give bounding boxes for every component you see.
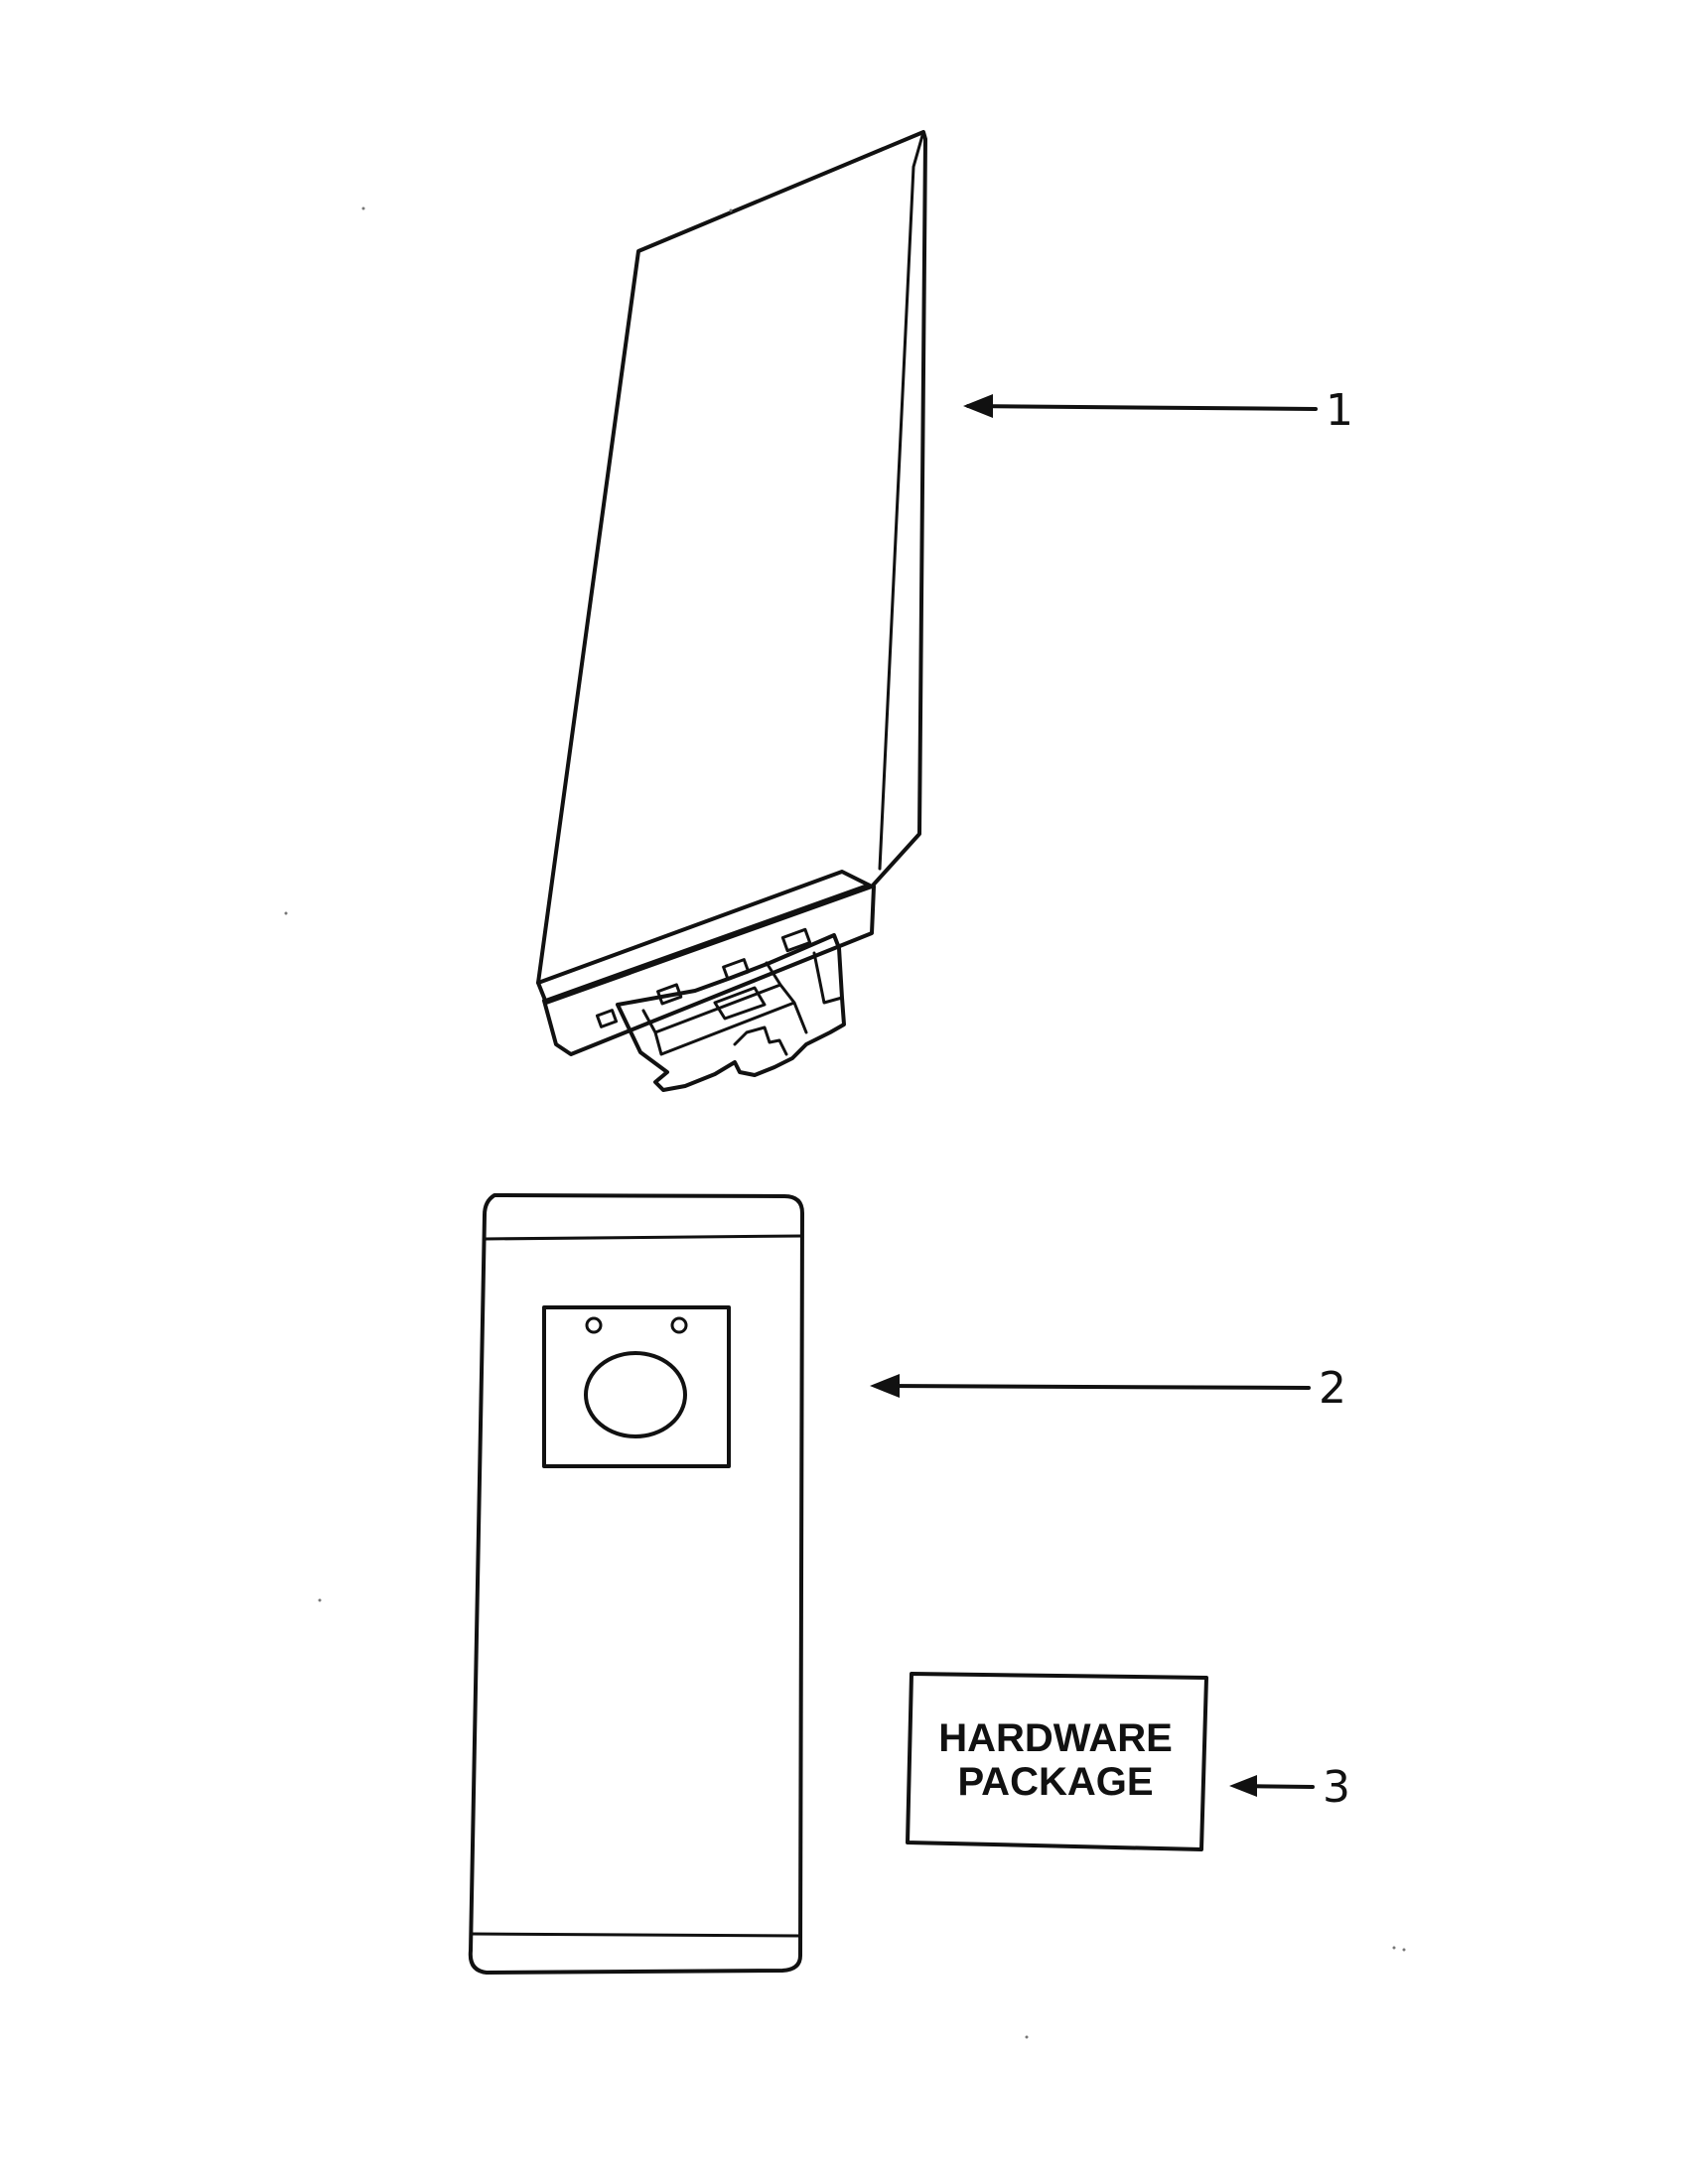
callout-2-arrowhead — [870, 1374, 900, 1398]
part-1-bracket-inner — [641, 961, 808, 1056]
callout-1: 1 — [963, 385, 1353, 436]
callout-2-leader — [874, 1384, 1311, 1390]
part-2-filter-bag — [468, 1193, 804, 1975]
callout-1-number: 1 — [1326, 385, 1353, 436]
hardware-package-label-line2: PACKAGE — [957, 1760, 1153, 1804]
part-1-body-outline — [536, 130, 927, 1005]
part-3-hardware-package: HARDWARE PACKAGE — [906, 1672, 1208, 1851]
callout-3-arrowhead — [1229, 1775, 1257, 1797]
part-1-collar-inner — [542, 883, 871, 1003]
part-2-collar-plate — [542, 1305, 731, 1468]
part-1-bracket-tabs — [733, 951, 844, 1056]
callout-1-arrowhead — [963, 394, 993, 418]
part-1-side-edge — [878, 130, 925, 871]
part-1-bottom-collar — [536, 870, 876, 1056]
part-2-bottom-seam — [469, 1932, 802, 1938]
hardware-package-label-line1: HARDWARE — [938, 1716, 1173, 1760]
part-2-collar-hole-left — [585, 1316, 603, 1334]
part-1-bag-assembly — [536, 130, 927, 1092]
callout-1-leader — [966, 404, 1318, 411]
callout-3-number: 3 — [1323, 1762, 1350, 1813]
part-2-collar-hole-right — [670, 1316, 688, 1334]
hardware-package-box — [906, 1672, 1208, 1851]
part-2-top-seam — [483, 1234, 804, 1241]
callout-3: 3 — [1229, 1762, 1350, 1813]
part-2-collar-opening — [584, 1351, 687, 1438]
callout-2-number: 2 — [1319, 1363, 1346, 1414]
part-2-bag-outline — [468, 1193, 804, 1975]
callout-2: 2 — [870, 1363, 1346, 1414]
part-1-mounting-bracket — [616, 933, 846, 1092]
scan-specks — [284, 206, 1406, 2039]
